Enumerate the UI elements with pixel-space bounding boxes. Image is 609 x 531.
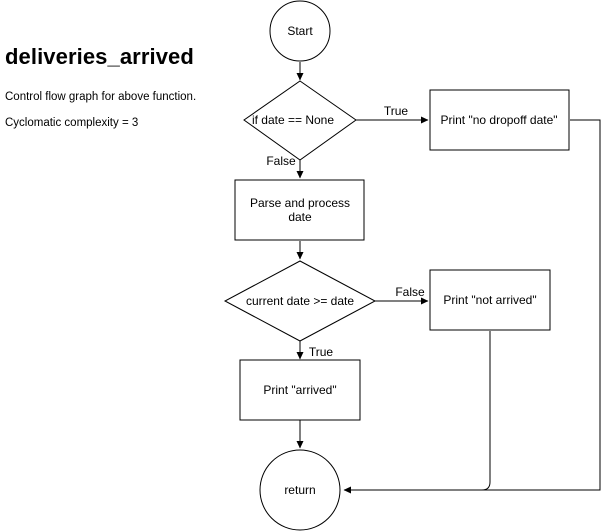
print-not-arrived-label: Print "not arrived" bbox=[443, 293, 536, 307]
edge-label-cond2-false: False bbox=[395, 285, 425, 299]
condition-date-none: if date == None bbox=[243, 80, 357, 161]
graph-description: Control flow graph for above function. bbox=[5, 91, 197, 103]
condition-current-date-label: current date >= date bbox=[246, 294, 354, 308]
print-arrived-label: Print "arrived" bbox=[263, 383, 336, 397]
edge-no-dropoff-to-return bbox=[343, 119, 601, 494]
edges bbox=[296, 62, 601, 494]
condition-date-none-label: if date == None bbox=[252, 113, 334, 127]
return-node: return bbox=[259, 449, 341, 531]
print-no-dropoff-node: Print "no dropoff date" bbox=[429, 89, 570, 151]
return-label: return bbox=[284, 483, 315, 497]
parse-process-label-line2: date bbox=[288, 210, 312, 224]
start-node: Start bbox=[269, 0, 331, 62]
edge-label-cond2-true: True bbox=[309, 345, 334, 359]
edge-not-arrived-to-return bbox=[481, 331, 491, 491]
parse-process-node: Parse and process date bbox=[234, 179, 365, 241]
edge-label-cond1-false: False bbox=[266, 154, 296, 168]
start-label: Start bbox=[287, 24, 313, 38]
page-title: deliveries_arrived bbox=[5, 44, 194, 69]
parse-process-label-line1: Parse and process bbox=[250, 196, 350, 210]
cyclomatic-complexity: Cyclomatic complexity = 3 bbox=[5, 117, 139, 129]
print-not-arrived-node: Print "not arrived" bbox=[429, 269, 551, 331]
print-arrived-node: Print "arrived" bbox=[239, 359, 361, 421]
edge-label-cond1-true: True bbox=[384, 104, 409, 118]
print-no-dropoff-label: Print "no dropoff date" bbox=[440, 113, 557, 127]
condition-current-date: current date >= date bbox=[223, 260, 377, 342]
